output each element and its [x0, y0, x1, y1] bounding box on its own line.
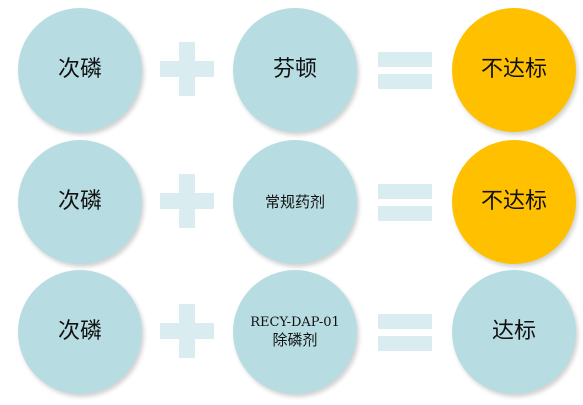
equals-icon: [378, 48, 432, 92]
input-circle-left: 次磷: [18, 140, 142, 264]
equation-row-1: 次磷 芬顿 不达标: [0, 8, 583, 132]
result-label: 不达标: [480, 189, 547, 215]
circle-label: 次磷: [57, 189, 102, 215]
plus-icon: [160, 304, 214, 358]
plus-icon: [160, 174, 214, 228]
input-circle-right: 常规药剂: [233, 140, 357, 264]
result-label: 不达标: [480, 57, 547, 83]
plus-icon: [160, 42, 214, 96]
product-name-label: 除磷剂: [272, 330, 318, 349]
equals-icon: [378, 180, 432, 224]
input-circle-right: 芬顿: [233, 8, 357, 132]
circle-label: 次磷: [57, 57, 102, 83]
circle-label: 芬顿: [272, 57, 317, 83]
circle-label: 次磷: [57, 319, 102, 345]
input-circle-right: RECY-DAP-01 除磷剂: [233, 270, 357, 394]
result-circle-pass: 达标: [452, 270, 576, 394]
equation-row-3: 次磷 RECY-DAP-01 除磷剂 达标: [0, 270, 583, 394]
circle-label: 常规药剂: [264, 192, 325, 211]
result-circle-fail: 不达标: [452, 8, 576, 132]
equation-row-2: 次磷 常规药剂 不达标: [0, 140, 583, 264]
product-code-label: RECY-DAP-01: [250, 314, 340, 330]
result-label: 达标: [491, 319, 536, 345]
equals-icon: [378, 310, 432, 354]
input-circle-left: 次磷: [18, 270, 142, 394]
result-circle-fail: 不达标: [452, 140, 576, 264]
input-circle-left: 次磷: [18, 8, 142, 132]
